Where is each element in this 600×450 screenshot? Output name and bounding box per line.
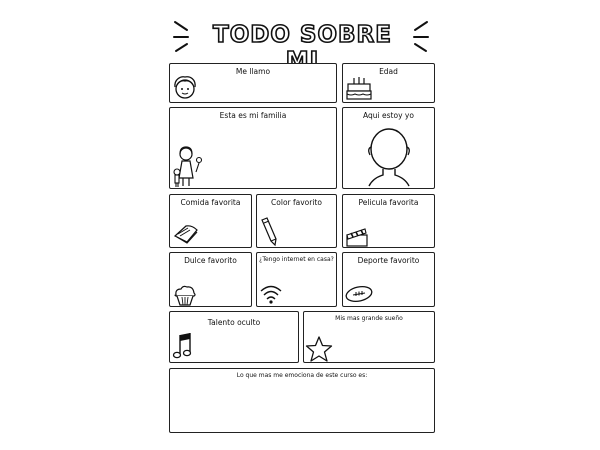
name-label: Me llamo [235, 67, 271, 76]
course-box[interactable]: Lo que mas me emociona de este curso es: [169, 368, 435, 433]
music-note-icon [172, 333, 192, 359]
color-box[interactable]: Color favorito [256, 194, 337, 248]
sport-label: Deporte favorito [357, 256, 420, 265]
family-icon [173, 146, 203, 187]
face-icon [174, 76, 196, 99]
color-label: Color favorito [271, 198, 322, 207]
pencil-icon [261, 217, 277, 247]
internet-box[interactable]: ¿Tengo internet en casa? [256, 252, 337, 307]
food-label: Comida favorita [180, 198, 241, 207]
course-label: Lo que mas me emociona de este curso es: [236, 372, 368, 379]
left-sparkle-icon [173, 21, 189, 52]
talent-box[interactable]: Talento oculto [169, 311, 299, 363]
dream-label: Mis mas grande sueño [335, 315, 403, 322]
age-box[interactable]: Edad [342, 63, 435, 103]
right-sparkle-icon [413, 21, 429, 52]
talent-label: Talento oculto [207, 318, 261, 327]
page-title: TODO SOBRE MI [212, 21, 392, 75]
cupcake-icon [174, 285, 196, 306]
movie-label: Pelicula favorita [358, 198, 419, 207]
dream-box[interactable]: Mis mas grande sueño [303, 311, 435, 363]
age-label: Edad [379, 67, 398, 76]
star-icon [305, 336, 333, 362]
food-box[interactable]: Comida favorita [169, 194, 252, 248]
clapperboard-icon [346, 228, 368, 247]
sweet-label: Dulce favorito [184, 256, 237, 265]
family-box[interactable]: Esta es mi familia [169, 107, 337, 189]
silhouette-icon [368, 128, 410, 187]
name-box[interactable]: Me llamo [169, 63, 337, 103]
movie-box[interactable]: Pelicula favorita [342, 194, 435, 248]
family-label: Esta es mi familia [219, 111, 287, 120]
here-label: Aqui estoy yo [363, 111, 414, 120]
sandwich-icon [173, 225, 198, 244]
internet-label: ¿Tengo internet en casa? [259, 256, 334, 263]
wifi-icon [260, 285, 282, 304]
sweet-box[interactable]: Dulce favorito [169, 252, 252, 307]
here-box[interactable]: Aqui estoy yo [342, 107, 435, 189]
football-icon [345, 285, 373, 303]
cake-icon [346, 77, 372, 100]
sport-box[interactable]: Deporte favorito [342, 252, 435, 307]
title-area: TODO SOBRE MI [170, 14, 432, 75]
